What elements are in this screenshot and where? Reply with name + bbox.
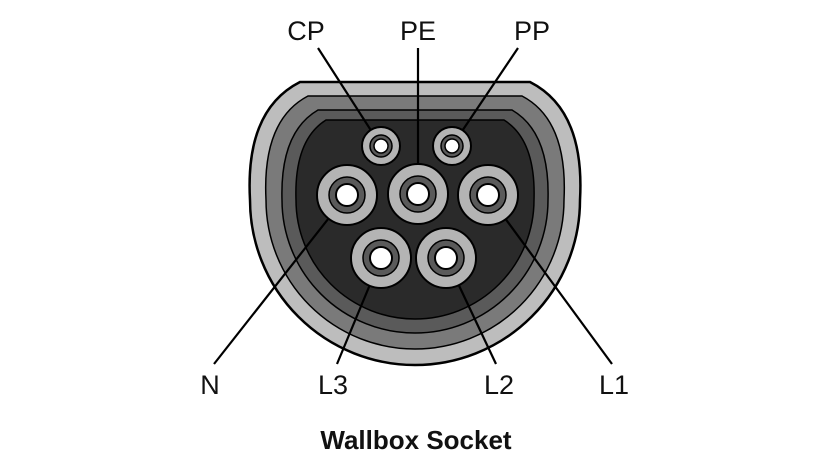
- label-l1: L1: [599, 370, 629, 400]
- pin-l2: [415, 227, 477, 289]
- leader-line-l1: [487, 194, 613, 365]
- pins: [316, 126, 519, 289]
- pin-cp: [361, 126, 401, 166]
- label-l3: L3: [318, 370, 348, 400]
- label-l2: L2: [484, 370, 514, 400]
- label-n: N: [200, 370, 220, 400]
- label-pp: PP: [514, 16, 550, 46]
- diagram-caption: Wallbox Socket: [320, 425, 512, 455]
- pin-labels: CP PE PP N L3 L2 L1: [200, 16, 629, 400]
- label-cp: CP: [287, 16, 325, 46]
- pin-pe: [387, 163, 449, 225]
- pin-l3: [350, 227, 412, 289]
- pin-n: [316, 164, 378, 226]
- pin-pp: [432, 126, 472, 166]
- leader-line-n: [213, 194, 348, 365]
- pin-l1: [457, 164, 519, 226]
- label-pe: PE: [400, 16, 436, 46]
